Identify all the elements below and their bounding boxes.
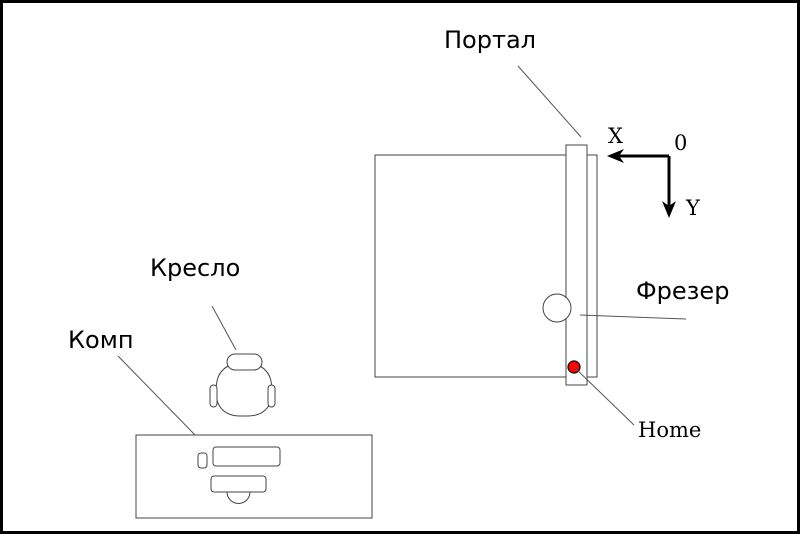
mill-label: Фрезер xyxy=(636,277,729,305)
computer-leader-line xyxy=(117,355,198,438)
chair xyxy=(209,353,276,417)
portal-leader-line xyxy=(517,65,582,138)
chair-label: Кресло xyxy=(150,254,240,282)
mill-table xyxy=(374,154,598,378)
computer-desk xyxy=(135,434,373,519)
home-leader-line xyxy=(574,367,635,426)
computer-label: Комп xyxy=(68,326,134,354)
portal-label: Портал xyxy=(444,26,536,54)
chair-leader-line xyxy=(211,305,237,351)
keyboard xyxy=(212,446,281,467)
spindle-circle xyxy=(542,293,572,323)
axis-x-label: X xyxy=(608,124,623,148)
coordinate-axes xyxy=(607,149,676,218)
monitor xyxy=(210,475,267,493)
portal-gantry xyxy=(565,144,588,386)
y-arrow-icon xyxy=(662,201,676,218)
mill-leader-line xyxy=(579,314,687,320)
origin-label: 0 xyxy=(674,131,687,155)
axis-y-label: Y xyxy=(685,196,701,220)
x-arrow-icon xyxy=(607,149,624,163)
home-label: Home xyxy=(638,418,701,442)
mouse xyxy=(197,452,208,469)
